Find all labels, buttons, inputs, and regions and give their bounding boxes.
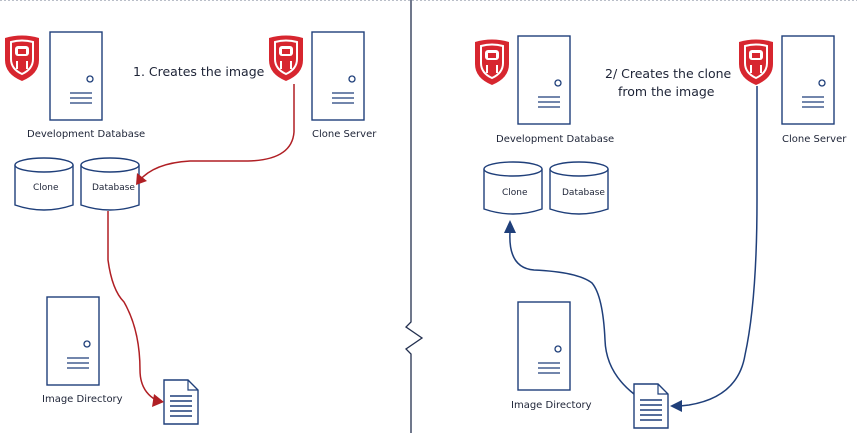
panel-divider [404,0,424,433]
image-dir-label: Image Directory [511,400,592,411]
clone-disk-label: Clone [502,188,528,198]
arrowhead [670,400,682,412]
database-to-image-arrow [107,211,157,401]
database-disk-label: Database [562,188,605,198]
shield-icon [4,34,40,82]
step-label-line2: from the image [618,84,715,99]
arrowhead [504,220,516,233]
clone-server-label: Clone Server [782,134,847,145]
document-icon [163,379,199,425]
right-panel: Development Database Clone Server 2/ Cre… [474,35,847,429]
document-icon [633,383,669,429]
server-icon [311,31,365,121]
server-icon [517,35,571,125]
arrowhead [152,394,164,407]
server-icon [49,31,103,121]
clone-server-to-image-arrow [679,86,758,407]
clone-disk-label: Clone [33,183,59,193]
clone-server-label: Clone Server [312,129,377,140]
step-label-line1: 2/ Creates the clone [605,66,732,81]
shield-icon [268,34,304,82]
image-dir-label: Image Directory [42,394,123,405]
dev-db-label: Development Database [496,134,614,145]
image-to-clone-arrow [509,231,635,395]
shield-icon [474,38,510,86]
server-icon [46,296,100,386]
shield-icon [738,38,774,86]
database-disk-label: Database [92,183,135,193]
server-icon [517,301,571,391]
server-icon [781,35,835,125]
dev-db-label: Development Database [27,129,145,140]
arrowhead [136,173,147,185]
left-panel: Development Database Clone Server 1. Cre… [4,31,377,425]
clone-server-to-database-arrow [138,84,295,182]
step-label: 1. Creates the image [133,64,265,79]
